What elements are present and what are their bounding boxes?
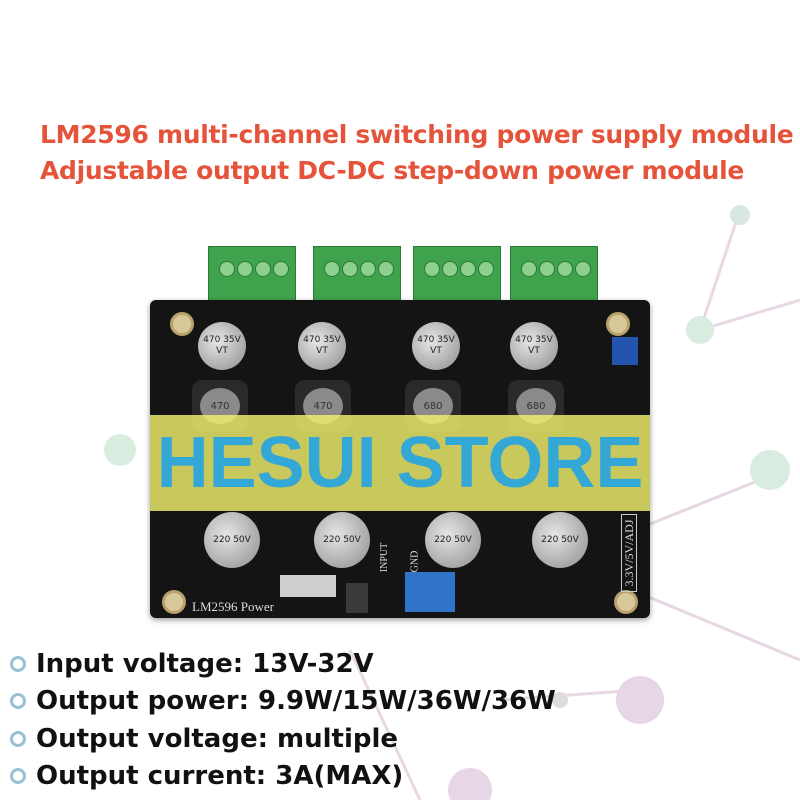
spec-text: Output voltage: multiple bbox=[36, 723, 399, 754]
crystal-component bbox=[280, 575, 336, 597]
bullet-circle-icon bbox=[10, 693, 26, 710]
output-capacitor: 220 50V bbox=[314, 512, 370, 568]
input-terminal bbox=[405, 572, 455, 612]
potentiometer bbox=[612, 337, 638, 365]
output-capacitor: 220 50V bbox=[425, 512, 481, 568]
store-watermark: HESUI STORE bbox=[156, 423, 644, 503]
diode-component bbox=[346, 583, 368, 613]
input-label: INPUT bbox=[379, 542, 391, 573]
mount-hole bbox=[606, 312, 630, 336]
watermark-band bbox=[150, 415, 650, 511]
bullet-circle-icon bbox=[10, 730, 26, 747]
spec-item: Input voltage: 13V-32V bbox=[10, 645, 556, 683]
mount-hole bbox=[614, 590, 638, 614]
spec-text: Input voltage: 13V-32V bbox=[36, 648, 374, 679]
spec-item: Output voltage: multiple bbox=[10, 720, 556, 758]
output-capacitor: 220 50V bbox=[532, 512, 588, 568]
silkscreen-model: LM2596 Power bbox=[192, 599, 274, 614]
spec-text: Output power: 9.9W/15W/36W/36W bbox=[36, 686, 556, 717]
spec-item: Output power: 9.9W/15W/36W/36W bbox=[10, 683, 556, 721]
spec-list: Input voltage: 13V-32V Output power: 9.9… bbox=[10, 645, 556, 795]
input-capacitor: 470 35V VT bbox=[298, 322, 346, 370]
bullet-circle-icon bbox=[10, 655, 26, 672]
title-line-1: LM2596 multi-channel switching power sup… bbox=[40, 120, 794, 149]
title-line-2: Adjustable output DC-DC step-down power … bbox=[40, 156, 745, 185]
bullet-circle-icon bbox=[10, 768, 26, 785]
spec-text: Output current: 3A(MAX) bbox=[36, 761, 404, 792]
input-capacitor: 470 35V VT bbox=[510, 322, 558, 370]
input-capacitor: 470 35V VT bbox=[412, 322, 460, 370]
output-capacitor: 220 50V bbox=[204, 512, 260, 568]
spec-item: Output current: 3A(MAX) bbox=[10, 758, 556, 796]
gnd-label: GND bbox=[409, 550, 421, 573]
mount-hole bbox=[162, 590, 186, 614]
input-capacitor: 470 35V VT bbox=[198, 322, 246, 370]
mount-hole bbox=[170, 312, 194, 336]
silkscreen-voltages: 3.3V/5V/ADJ bbox=[621, 514, 637, 592]
